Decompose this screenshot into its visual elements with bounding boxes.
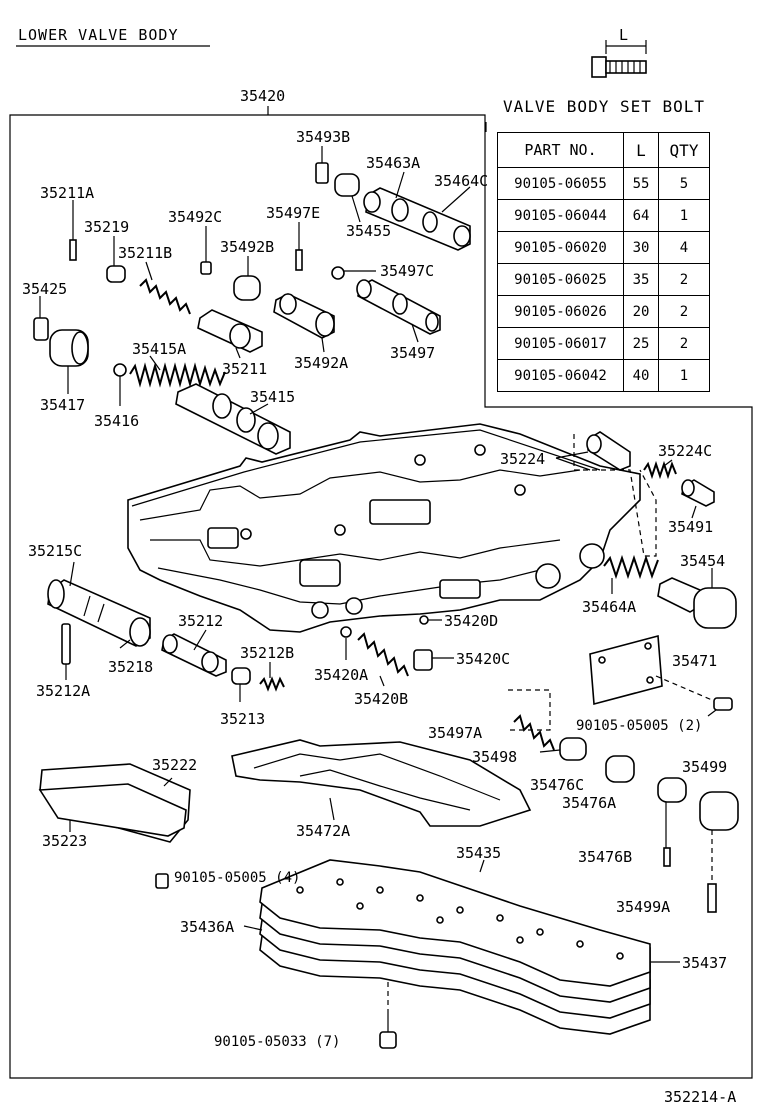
label-35224: 35224 [500,450,545,468]
label-35420D: 35420D [444,612,498,630]
label-90105-05005-2: 90105-05005 (2) [576,718,702,734]
cell-qty: 2 [658,295,710,328]
label-35497: 35497 [390,344,435,362]
label-35211A: 35211A [40,184,94,202]
cell-length: 25 [623,327,659,360]
valve-parts-left [47,561,454,702]
label-35420: 35420 [240,87,285,105]
label-35492A: 35492A [294,354,348,372]
label-35492C: 35492C [168,208,222,226]
bolt-table-header: PART NO. L QTY [497,132,710,168]
label-35499: 35499 [682,758,727,776]
label-35463A: 35463A [366,154,420,172]
header-part-no: PART NO. [497,132,624,168]
label-90105-05033-7: 90105-05033 (7) [214,1034,340,1050]
label-35497C: 35497C [380,262,434,280]
label-35212B: 35212B [240,644,294,662]
label-35435: 35435 [456,844,501,862]
cell-qty: 2 [658,263,710,296]
cell-length: 20 [623,295,659,328]
label-35224C: 35224C [658,442,712,460]
label-35415A: 35415A [132,340,186,358]
cell-part: 90105-06026 [497,295,624,328]
bolt-table-title: VALVE BODY SET BOLT [503,97,706,116]
label-35471: 35471 [672,652,717,670]
label-35420B: 35420B [354,690,408,708]
table-row: 90105-06042 40 1 [497,359,710,392]
table-row: 90105-06025 35 2 [497,263,710,296]
label-35219: 35219 [84,218,129,236]
label-35491: 35491 [668,518,713,536]
label-35472A: 35472A [296,822,350,840]
label-35454: 35454 [680,552,725,570]
table-row: 90105-06055 55 5 [497,167,710,200]
cell-length: 55 [623,167,659,200]
valve-parts-lower [38,689,739,1049]
bolt-table: PART NO. L QTY 90105-06055 55 5 90105-06… [497,132,710,392]
label-35415: 35415 [250,388,295,406]
cell-length: 64 [623,199,659,232]
bolt-illustration [591,40,647,78]
label-35213: 35213 [220,710,265,728]
part-labels: 35493B 35463A 35464C 35455 35211A 35219 … [22,128,736,1106]
label-35497A: 35497A [428,724,482,742]
label-35212: 35212 [178,612,223,630]
cell-qty: 4 [658,231,710,264]
label-35416: 35416 [94,412,139,430]
label-35436A: 35436A [180,918,234,936]
assembly-border [9,114,753,1079]
label-35492B: 35492B [220,238,274,256]
cell-part: 90105-06017 [497,327,624,360]
label-35476B: 35476B [578,848,632,866]
label-35420C: 35420C [456,650,510,668]
cell-length: 30 [623,231,659,264]
cell-qty: 5 [658,167,710,200]
diagram-title: LOWER VALVE BODY [18,26,179,44]
label-35218: 35218 [108,658,153,676]
label-35211B: 35211B [118,244,172,262]
label-35222: 35222 [152,756,197,774]
cell-part: 90105-06044 [497,199,624,232]
label-90105-05005-4: 90105-05005 (4) [174,870,300,886]
label-35493B: 35493B [296,128,350,146]
cell-part: 90105-06055 [497,167,624,200]
header-length: L [623,132,659,168]
bolt-dimension-label: L [619,26,628,44]
label-35437: 35437 [682,954,727,972]
cell-part: 90105-06025 [497,263,624,296]
label-35215C: 35215C [28,542,82,560]
cell-length: 40 [623,359,659,392]
valve-parts-right [555,431,737,717]
cell-qty: 1 [658,199,710,232]
header-qty: QTY [658,132,710,168]
label-35212A: 35212A [36,682,90,700]
label-35223: 35223 [42,832,87,850]
cell-length: 35 [623,263,659,296]
figure-id: 352214-A [664,1088,736,1106]
label-35498: 35498 [472,748,517,766]
label-35211: 35211 [222,360,267,378]
cell-part: 90105-06020 [497,231,624,264]
table-row: 90105-06017 25 2 [497,327,710,360]
valve-parts-upper [33,146,471,455]
label-35497E: 35497E [266,204,320,222]
label-35455: 35455 [346,222,391,240]
valve-body-casting [127,423,641,633]
table-row: 90105-06044 64 1 [497,199,710,232]
table-row: 90105-06020 30 4 [497,231,710,264]
label-35476C: 35476C [530,776,584,794]
label-35464A: 35464A [582,598,636,616]
table-row: 90105-06026 20 2 [497,295,710,328]
cell-qty: 2 [658,327,710,360]
label-35499A: 35499A [616,898,670,916]
label-35417: 35417 [40,396,85,414]
label-35464C: 35464C [434,172,488,190]
cell-qty: 1 [658,359,710,392]
cell-part: 90105-06042 [497,359,624,392]
label-35476A: 35476A [562,794,616,812]
label-35420A: 35420A [314,666,368,684]
label-35425: 35425 [22,280,67,298]
